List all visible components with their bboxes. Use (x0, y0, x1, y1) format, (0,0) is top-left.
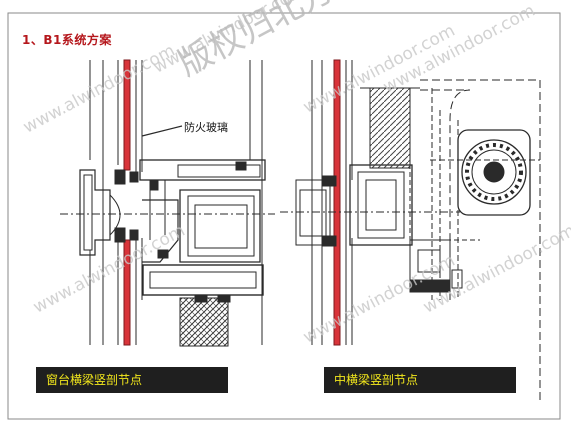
fire-glass-upper (123, 59, 131, 171)
fire-glass-label: 防火玻璃 (184, 121, 228, 134)
section-title: 1、B1系统方案 (22, 33, 112, 47)
page-border (7, 12, 561, 420)
fire-glass-lower (123, 239, 131, 346)
right-section-detail (280, 59, 541, 400)
fire-glass-right (333, 59, 341, 346)
caption-left: 窗台横梁竖剖节点 (36, 367, 228, 393)
caption-right: 中横梁竖剖节点 (324, 367, 516, 393)
left-section-detail (60, 59, 275, 347)
